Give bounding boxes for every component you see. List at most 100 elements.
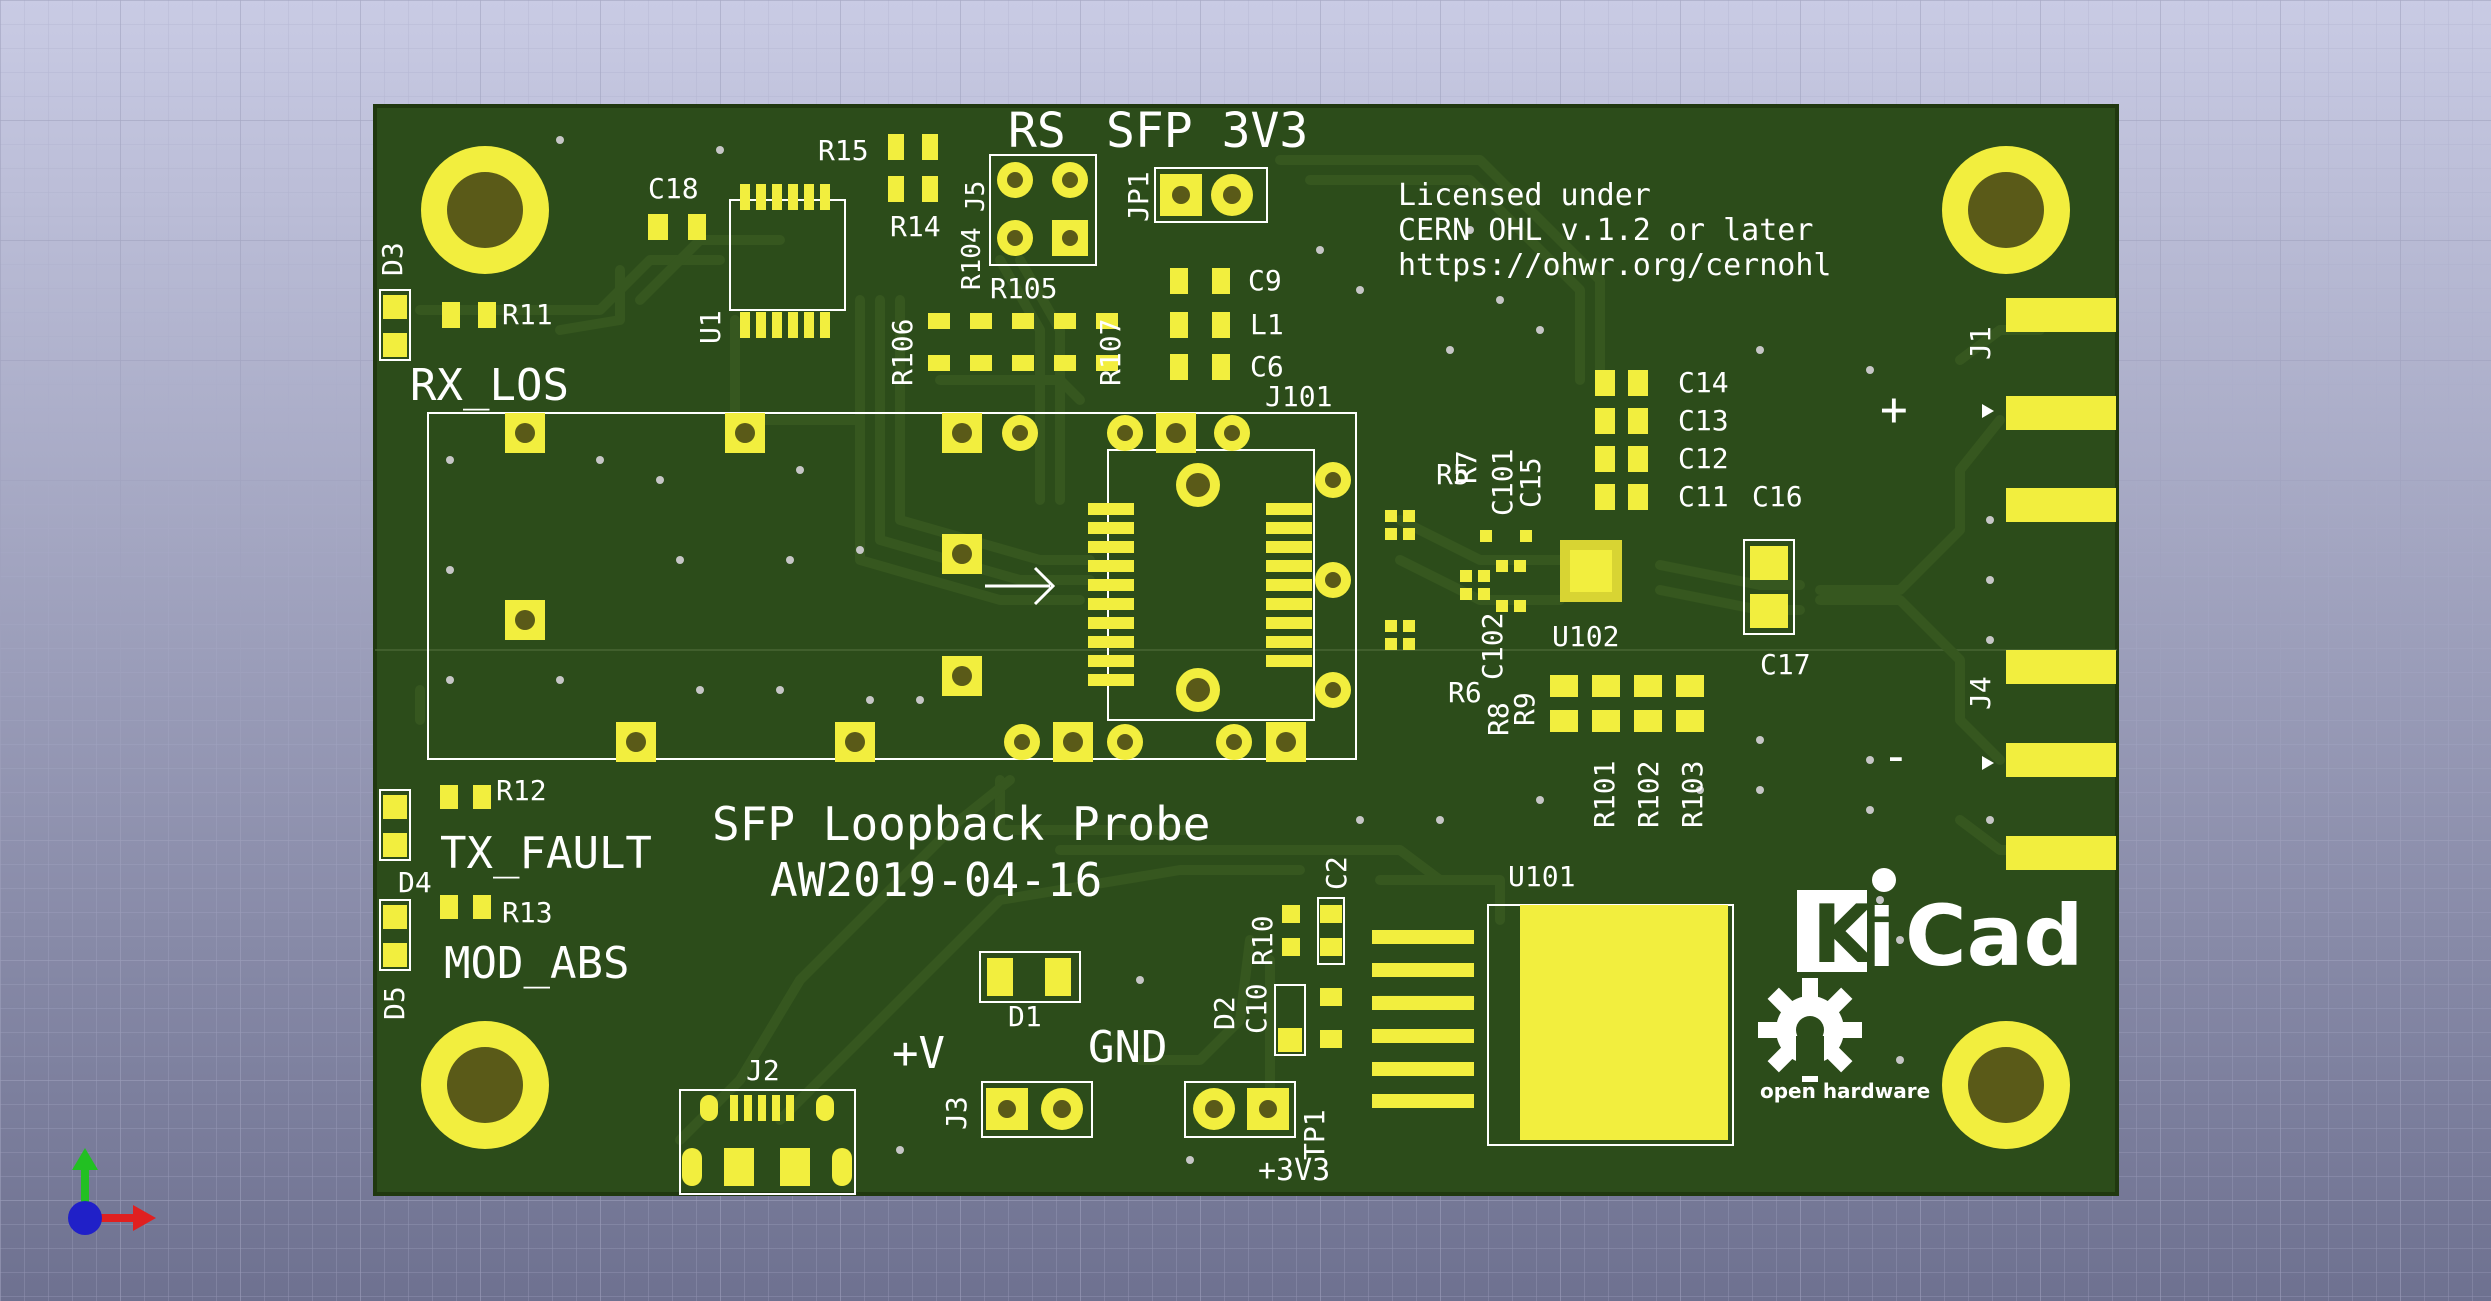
kicad-logo-text: Cad bbox=[1905, 887, 2083, 985]
label-sfp-3v3: SFP 3V3 bbox=[1106, 103, 1308, 159]
label-gnd: GND bbox=[1088, 1022, 1167, 1073]
svg-text:R103: R103 bbox=[1676, 761, 1709, 828]
svg-text:J4: J4 bbox=[1964, 676, 1997, 710]
svg-text:TP1: TP1 bbox=[1298, 1109, 1331, 1160]
svg-text:D5: D5 bbox=[378, 986, 411, 1020]
led-d3 bbox=[379, 289, 411, 361]
svg-text:C18: C18 bbox=[648, 172, 699, 205]
svg-text:D4: D4 bbox=[398, 866, 432, 899]
svg-text:C6: C6 bbox=[1250, 350, 1284, 383]
svg-text:U1: U1 bbox=[694, 310, 727, 344]
svg-text:D1: D1 bbox=[1008, 1000, 1042, 1033]
header-j5[interactable] bbox=[989, 154, 1097, 266]
svg-text:R13: R13 bbox=[502, 896, 553, 929]
svg-text:J101: J101 bbox=[1265, 380, 1332, 413]
label-tx-fault: TX_FAULT bbox=[440, 828, 652, 879]
svg-text:U101: U101 bbox=[1508, 860, 1575, 893]
usb-connector-j2[interactable] bbox=[679, 1089, 856, 1195]
label-3v3: +3V3 bbox=[1258, 1153, 1330, 1188]
svg-text:R107: R107 bbox=[1094, 319, 1127, 386]
license-line-1: Licensed under bbox=[1398, 178, 1651, 213]
svg-text:C102: C102 bbox=[1476, 613, 1509, 680]
sfp-cage-pins bbox=[505, 413, 1351, 762]
license-line-2: CERN OHL v.1.2 or later bbox=[1398, 213, 1813, 248]
label-rs: RS bbox=[1008, 103, 1066, 159]
test-point-tp1[interactable] bbox=[1184, 1081, 1296, 1138]
led-d4 bbox=[379, 789, 411, 861]
cap-bank-c11-c14 bbox=[1595, 370, 1648, 510]
sfp-edge-fingers bbox=[1088, 503, 1312, 686]
svg-text:C14: C14 bbox=[1678, 366, 1729, 399]
svg-text:R14: R14 bbox=[890, 210, 941, 243]
kicad-logo: K i bbox=[1797, 868, 1896, 985]
svg-text:K: K bbox=[1812, 888, 1877, 981]
svg-text:C12: C12 bbox=[1678, 442, 1729, 475]
svg-text:i: i bbox=[1868, 892, 1895, 985]
svg-text:R12: R12 bbox=[496, 774, 547, 807]
regulator-u101 bbox=[1372, 904, 1734, 1146]
label-minus: - bbox=[1882, 729, 1910, 783]
label-plus: + bbox=[1880, 382, 1908, 436]
svg-text:C17: C17 bbox=[1760, 648, 1811, 681]
svg-text:R8: R8 bbox=[1482, 702, 1515, 736]
led-d5 bbox=[379, 899, 411, 971]
license-line-3: https://ohwr.org/cernohl bbox=[1398, 248, 1831, 283]
svg-text:J3: J3 bbox=[940, 1096, 973, 1130]
svg-text:R15: R15 bbox=[818, 134, 869, 167]
ic-u1 bbox=[729, 184, 846, 338]
svg-text:R101: R101 bbox=[1588, 761, 1621, 828]
vias bbox=[446, 136, 1994, 1164]
edge-connector-j1[interactable] bbox=[2006, 298, 2116, 522]
axis-orientation-gizmo bbox=[68, 1148, 156, 1235]
reference-designators: R15 R14 J5 R104 R105 R106 R107 JP1 C9 L1… bbox=[376, 134, 1997, 1160]
label-rx-los: RX_LOS bbox=[410, 360, 569, 411]
svg-text:R11: R11 bbox=[502, 298, 553, 331]
label-plus-v: +V bbox=[892, 1028, 945, 1079]
svg-text:R7: R7 bbox=[1450, 450, 1483, 484]
svg-text:R104: R104 bbox=[957, 227, 987, 290]
svg-text:R5: R5 bbox=[1436, 458, 1470, 491]
svg-text:R105: R105 bbox=[990, 272, 1057, 305]
tiny-parts-u102 bbox=[1385, 510, 1532, 650]
svg-text:J2: J2 bbox=[746, 1054, 780, 1087]
project-date: AW2019-04-16 bbox=[770, 853, 1102, 907]
svg-text:J1: J1 bbox=[1964, 326, 1997, 360]
project-title: SFP Loopback Probe bbox=[712, 797, 1211, 851]
svg-text:U102: U102 bbox=[1552, 620, 1619, 653]
svg-text:C101: C101 bbox=[1486, 449, 1519, 516]
svg-text:J5: J5 bbox=[961, 181, 991, 212]
jumper-jp1[interactable] bbox=[1154, 167, 1268, 223]
svg-text:C10: C10 bbox=[1240, 983, 1273, 1034]
svg-text:C15: C15 bbox=[1514, 457, 1547, 508]
svg-text:JP1: JP1 bbox=[1122, 171, 1155, 222]
svg-text:D2: D2 bbox=[1208, 996, 1241, 1030]
edge-connector-j4[interactable] bbox=[2006, 650, 2116, 870]
label-mod-abs: MOD_ABS bbox=[444, 938, 629, 989]
svg-text:C9: C9 bbox=[1248, 264, 1282, 297]
svg-text:R6: R6 bbox=[1448, 676, 1482, 709]
parts-c2-r10-c10-d2 bbox=[1274, 897, 1345, 1056]
svg-text:C2: C2 bbox=[1320, 856, 1353, 890]
svg-text:D3: D3 bbox=[376, 242, 409, 276]
svg-text:R9: R9 bbox=[1508, 692, 1541, 726]
svg-text:R106: R106 bbox=[886, 319, 919, 386]
cap-c16-c17 bbox=[1743, 539, 1795, 635]
sfp-direction-arrow bbox=[985, 566, 1056, 606]
oshw-text: open hardware bbox=[1760, 1079, 1930, 1103]
svg-text:R10: R10 bbox=[1246, 915, 1279, 966]
svg-text:C13: C13 bbox=[1678, 404, 1729, 437]
silkscreen-labels: RS SFP 3V3 Licensed under CERN OHL v.1.2… bbox=[410, 103, 1930, 1188]
open-hardware-gear-icon bbox=[1758, 978, 1862, 1082]
svg-text:C11: C11 bbox=[1678, 480, 1729, 513]
pcb-board[interactable]: K i Cad RS SFP 3V3 Licensed under CERN O… bbox=[373, 103, 2119, 1196]
svg-text:C16: C16 bbox=[1752, 480, 1803, 513]
mounting-holes bbox=[421, 146, 2070, 1149]
sfp-cage-outline bbox=[427, 412, 1357, 760]
diode-d1 bbox=[979, 951, 1081, 1003]
svg-text:R102: R102 bbox=[1632, 761, 1665, 828]
ic-u102 bbox=[1560, 540, 1622, 602]
resistors-r101-r103 bbox=[1550, 675, 1704, 732]
svg-text:L1: L1 bbox=[1250, 308, 1284, 341]
header-j3[interactable] bbox=[981, 1081, 1093, 1138]
